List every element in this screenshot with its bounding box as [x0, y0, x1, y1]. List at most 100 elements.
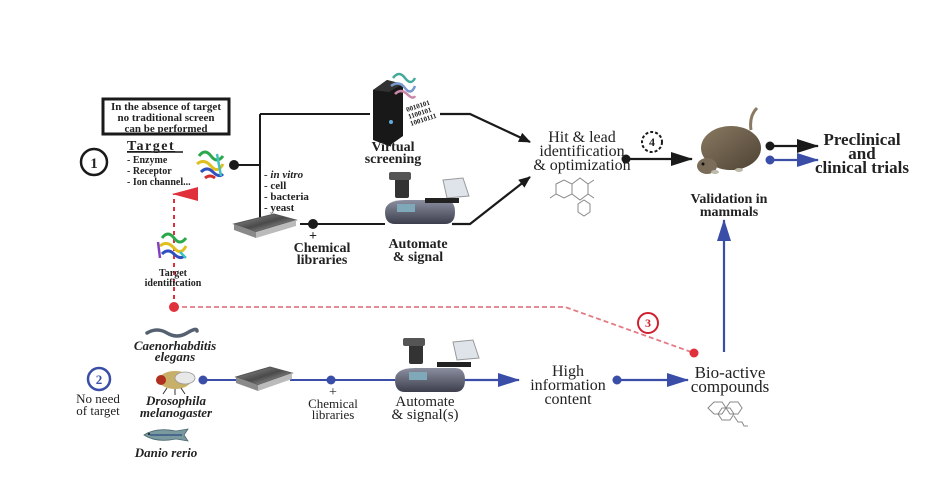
- in-vitro-item: - in vitro: [264, 169, 304, 181]
- chemical-libraries-bottom: + Chemical libraries: [308, 385, 358, 422]
- bioactive-red-dot: [689, 348, 699, 358]
- validation-blue-dot: [765, 155, 775, 165]
- chemical-libraries-top: + Chemical libraries: [294, 229, 351, 268]
- svg-text:4: 4: [649, 135, 655, 149]
- svg-text:melanogaster: melanogaster: [140, 405, 213, 420]
- caenorhabditis-label: Caenorhabditis elegans: [134, 338, 216, 364]
- connector-bioactive-to-target-identification: [174, 306, 695, 354]
- step-2-badge: 2: [86, 366, 112, 392]
- svg-text:and: and: [848, 144, 876, 163]
- preclinical-label: Preclinical and clinical trials: [815, 130, 909, 177]
- target-identification-label: Target identification: [145, 268, 202, 289]
- target-item: - Receptor: [127, 166, 172, 177]
- svg-text:No need: No need: [76, 391, 120, 406]
- computer-tower-icon: [373, 72, 417, 146]
- svg-text:Danio rerio: Danio rerio: [134, 445, 198, 460]
- chemical-libraries-bottom-line: Chemical: [308, 396, 358, 411]
- red-connectors: [172, 187, 695, 354]
- hit-lead-label: Hit & lead identification & optimization: [533, 129, 630, 174]
- svg-text:compounds: compounds: [691, 377, 769, 396]
- in-vitro-item: - cell: [264, 180, 286, 192]
- svg-text:Bio-active: Bio-active: [695, 363, 766, 382]
- in-vitro-list: - in vitro - cell - bacteria - yeast: [264, 169, 309, 214]
- notice-line-3: can be performed: [124, 123, 207, 135]
- svg-text:& signal(s): & signal(s): [391, 407, 458, 423]
- svg-text:Hit & lead: Hit & lead: [548, 129, 616, 146]
- svg-text:information: information: [530, 377, 606, 394]
- svg-text:Automate: Automate: [388, 237, 447, 252]
- notice-line-2: no traditional screen: [118, 112, 215, 124]
- target-identification-red-dot: [169, 302, 179, 312]
- svg-text:clinical trials: clinical trials: [815, 158, 909, 177]
- svg-text:Preclinical: Preclinical: [823, 130, 900, 149]
- chemical-libraries-top-line: libraries: [297, 253, 348, 268]
- microplate-icon-top: [232, 213, 298, 238]
- hit-lead-dot: [621, 154, 631, 164]
- bioactive-label: Bio-active compounds: [691, 363, 769, 396]
- automate-machine-icon-bottom: [395, 338, 480, 392]
- arrow-automate-to-hit: [452, 176, 531, 226]
- microplate-icon-bottom: [234, 366, 294, 391]
- chemical-libraries-top-dot: [308, 219, 318, 229]
- target-dot: [229, 160, 239, 170]
- svg-text:& optimization: & optimization: [533, 157, 630, 174]
- target-item: - Ion channel...: [127, 177, 191, 188]
- svg-text:elegans: elegans: [155, 349, 195, 364]
- danio-label: Danio rerio: [134, 445, 198, 460]
- notice-line-1: In the absence of target: [111, 101, 221, 113]
- svg-text:of target: of target: [76, 403, 120, 418]
- svg-text:content: content: [544, 391, 592, 408]
- svg-text:3: 3: [645, 316, 651, 330]
- svg-text:screening: screening: [365, 152, 422, 167]
- svg-text:2: 2: [96, 372, 103, 387]
- protein-structure-icon-identification: [156, 232, 188, 260]
- chemical-libraries-bottom-line: libraries: [312, 407, 355, 422]
- step-4-badge: 4: [641, 131, 663, 153]
- validation-black-dot: [765, 141, 775, 151]
- svg-text:Drosophila: Drosophila: [145, 393, 206, 408]
- svg-text:& signal: & signal: [393, 250, 443, 265]
- svg-text:High: High: [552, 363, 584, 380]
- svg-text:Caenorhabditis: Caenorhabditis: [134, 338, 216, 353]
- svg-text:Validation in: Validation in: [691, 192, 768, 207]
- fruit-fly-icon: [156, 371, 196, 395]
- molecule-structure-icon-bottom: [707, 401, 748, 427]
- drosophila-label: Drosophila melanogaster: [140, 393, 213, 420]
- no-need-of-target-label: No need of target: [76, 391, 120, 418]
- svg-text:identification: identification: [539, 143, 624, 160]
- automate-top-label: Automate & signal: [388, 237, 447, 265]
- arrow-virtual-to-hit: [440, 112, 531, 143]
- svg-text:Automate: Automate: [395, 394, 454, 410]
- in-vitro-item: - bacteria: [264, 191, 309, 203]
- high-info-label: High information content: [530, 363, 606, 408]
- mouse-icon: [697, 106, 761, 174]
- target-block: Target - Enzyme - Receptor - Ion channel…: [127, 139, 191, 188]
- virtual-screening-label: Virtual screening: [365, 140, 422, 167]
- organisms-blue-dot: [198, 375, 208, 385]
- notice-box: In the absence of target no traditional …: [101, 97, 231, 136]
- target-title: Target: [127, 139, 175, 154]
- chemical-libraries-top-line: Chemical: [294, 241, 351, 256]
- step-1-badge: 1: [79, 147, 109, 177]
- protein-structure-icon: [196, 150, 225, 180]
- svg-text:mammals: mammals: [700, 205, 759, 220]
- in-vitro-item: - yeast: [264, 202, 295, 214]
- validation-label: Validation in mammals: [691, 192, 768, 220]
- step-3-badge: 3: [637, 312, 659, 334]
- svg-text:Target: Target: [159, 268, 188, 279]
- automate-bottom-label: Automate & signal(s): [391, 394, 458, 423]
- molecule-structure-icon-top: [549, 177, 595, 217]
- worm-icon: [145, 327, 199, 338]
- binary-code: 0010101 1100101 10010111: [405, 99, 438, 128]
- automate-machine-icon-top: [385, 172, 470, 224]
- svg-text:identification: identification: [145, 278, 202, 289]
- svg-text:+: +: [329, 385, 337, 400]
- chemical-libraries-bottom-dot: [326, 375, 336, 385]
- blue-connectors: [203, 153, 819, 387]
- svg-text:Virtual: Virtual: [371, 140, 414, 155]
- svg-text:1: 1: [90, 156, 98, 172]
- target-item: - Enzyme: [127, 155, 168, 166]
- high-info-blue-dot: [612, 375, 622, 385]
- zebrafish-icon: [143, 428, 189, 442]
